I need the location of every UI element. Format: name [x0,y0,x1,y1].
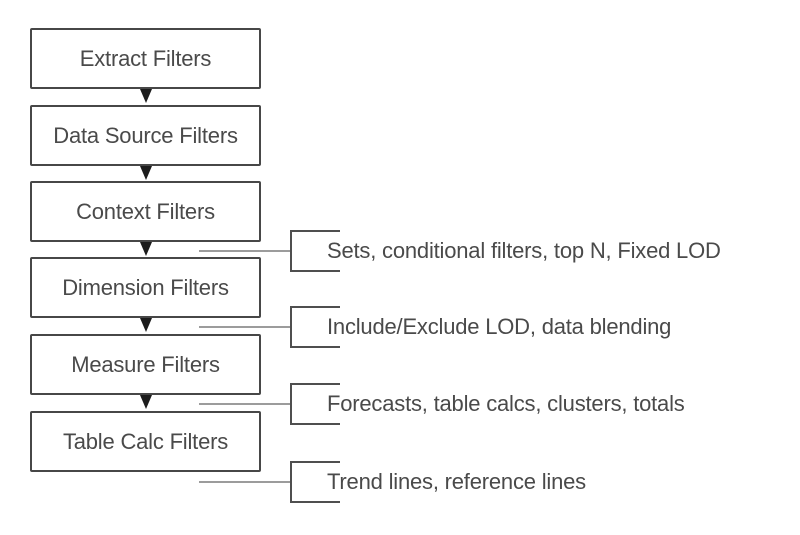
down-arrow-icon [140,89,152,103]
annotation-bracket [290,383,340,425]
down-arrow-icon [140,242,152,256]
down-arrow-icon [140,318,152,332]
connector-line [199,481,290,483]
flow-box-label: Table Calc Filters [62,428,229,454]
flow-box-label: Dimension Filters [62,274,229,300]
annotation-label: Trend lines, reference lines [327,469,586,494]
flow-box-table-calc-filters: Table Calc Filters [30,411,261,472]
annotation-label: Forecasts, table calcs, clusters, totals [327,391,685,416]
down-arrow-icon [140,166,152,180]
flow-box-label: Extract Filters [79,45,212,71]
flow-box-data-source-filters: Data Source Filters [30,105,261,166]
annotation-bracket [290,306,340,348]
annotation-label: Include/Exclude LOD, data blending [327,314,672,339]
flow-box-context-filters: Context Filters [30,181,261,242]
flow-box-label: Measure Filters [71,351,220,377]
flow-box-measure-filters: Measure Filters [30,334,261,395]
annotation-label: Sets, conditional filters, top N, Fixed … [327,238,721,263]
flow-box-dimension-filters: Dimension Filters [30,257,261,318]
connector-line [199,403,290,405]
flow-box-label: Context Filters [76,198,215,224]
down-arrow-icon [140,395,152,409]
flow-box-label: Data Source Filters [53,122,238,148]
connector-line [199,250,290,252]
connector-line [199,326,290,328]
annotation-bracket [290,461,340,503]
annotation-bracket [290,230,340,272]
flow-box-extract-filters: Extract Filters [30,28,261,89]
